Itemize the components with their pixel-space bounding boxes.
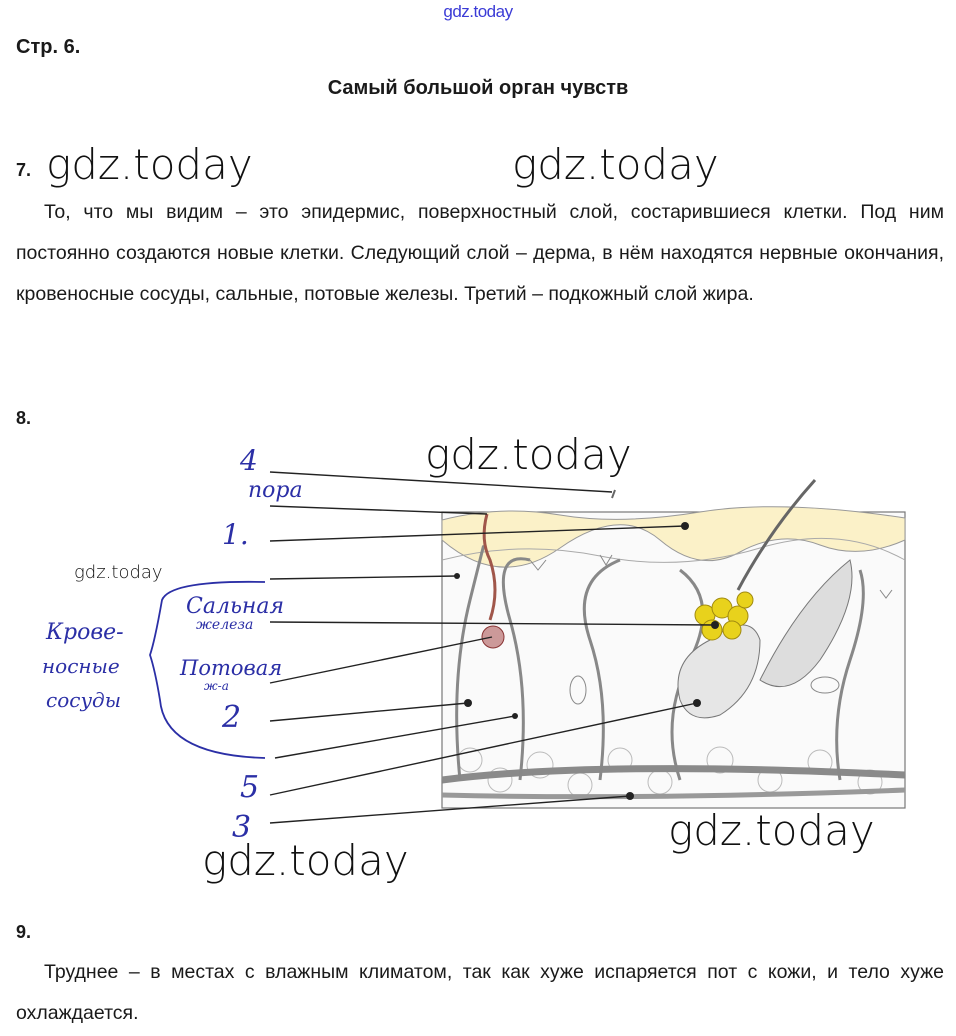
- nerve-endings: [529, 554, 893, 705]
- question-7-number: 7.: [16, 160, 32, 180]
- label-vessels-3: сосуды: [46, 688, 122, 712]
- watermark-top: gdz.today: [443, 2, 513, 21]
- label-4: 4: [240, 444, 258, 477]
- question-8-number: 8.: [16, 408, 32, 428]
- label-5: 5: [240, 770, 260, 805]
- label-pore: пора: [248, 478, 303, 503]
- watermark: gdz.today: [668, 806, 875, 855]
- label-3: 3: [232, 810, 252, 845]
- sweat-duct: [482, 513, 497, 621]
- label-sebaceous-gland-2: железа: [196, 617, 254, 633]
- hair-follicle: [677, 624, 761, 719]
- skin-diagram: [149, 471, 906, 824]
- sweat-gland: [481, 625, 505, 649]
- watermark: gdz.today: [46, 140, 253, 189]
- deep-vessel: [441, 765, 906, 784]
- label-vessels-2: носные: [42, 654, 120, 678]
- question-9-number: 9.: [16, 922, 32, 942]
- label-sweat-gland: Потовая: [180, 656, 283, 680]
- epidermis-layer: [441, 506, 906, 568]
- label-vessels-1: Крове-: [46, 620, 124, 645]
- watermark: gdz.today: [202, 836, 409, 885]
- label-sweat-gland-2: ж-а: [204, 679, 229, 693]
- hair: [736, 478, 817, 591]
- leader-lines: [269, 471, 716, 824]
- page-title: Самый большой орган чувств: [327, 77, 629, 99]
- watermark: gdz.today: [512, 140, 719, 189]
- page-label: Стр. 6.: [16, 36, 81, 58]
- question-9-answer: Труднее – в местах с влажным климатом, т…: [16, 961, 944, 1024]
- label-1: 1.: [222, 518, 249, 551]
- label-sebaceous-gland: Сальная: [186, 594, 285, 619]
- question-7-answer: То, что мы видим – это эпидермис, поверх…: [16, 201, 944, 305]
- watermark: gdz.today: [74, 562, 163, 583]
- label-2: 2: [222, 700, 242, 735]
- watermark: gdz.today: [425, 430, 632, 479]
- vessels-brace: [149, 580, 266, 759]
